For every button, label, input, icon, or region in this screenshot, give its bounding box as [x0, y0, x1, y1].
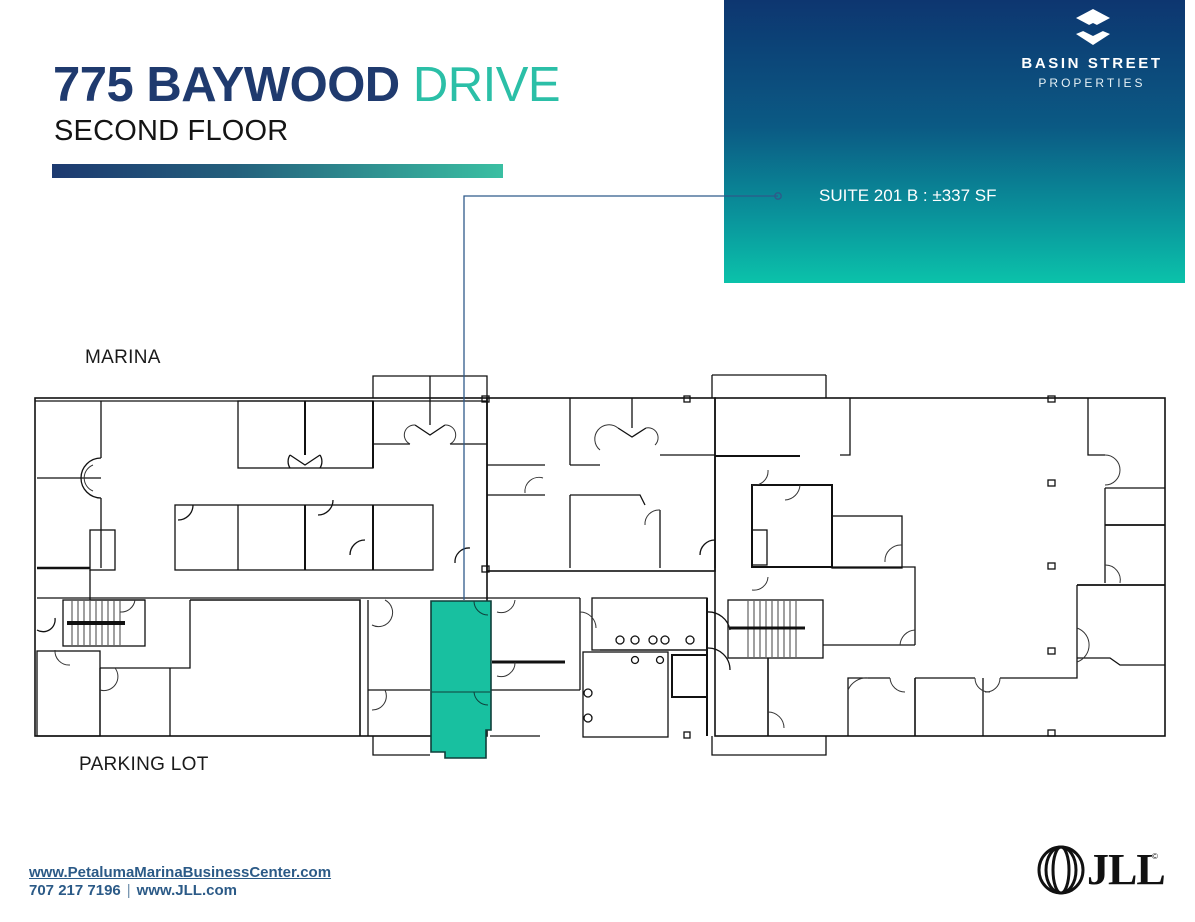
jll-rings-icon [1037, 845, 1085, 895]
title-accent: DRIVE [412, 58, 561, 112]
page-title: 775 BAYWOOD DRIVE [53, 58, 561, 112]
title-address: 775 BAYWOOD [53, 58, 400, 112]
brand-name: BASIN STREET [1021, 55, 1163, 72]
contact-line: 707 217 7196 | www.JLL.com [29, 882, 237, 899]
brand-panel [724, 0, 1185, 283]
suite-callout-label: SUITE 201 B : ±337 SF [819, 186, 997, 205]
phone-number[interactable]: 707 217 7196 [29, 882, 121, 899]
label-marina: MARINA [85, 347, 161, 368]
title-gradient-bar [52, 164, 503, 178]
separator: | [126, 882, 131, 899]
website-link[interactable]: www.PetalumaMarinaBusinessCenter.com [29, 864, 332, 881]
label-parking-lot: PARKING LOT [79, 754, 209, 775]
brand-tagline: PROPERTIES [1038, 76, 1146, 90]
jll-copyright-mark: © [1152, 852, 1158, 861]
jll-website-link[interactable]: www.JLL.com [136, 882, 237, 899]
stacked-diamond-icon [1076, 9, 1110, 45]
suite-201b-highlight [430, 600, 492, 759]
floor-subtitle: SECOND FLOOR [54, 115, 289, 147]
jll-logo-text: JLL [1087, 845, 1166, 894]
